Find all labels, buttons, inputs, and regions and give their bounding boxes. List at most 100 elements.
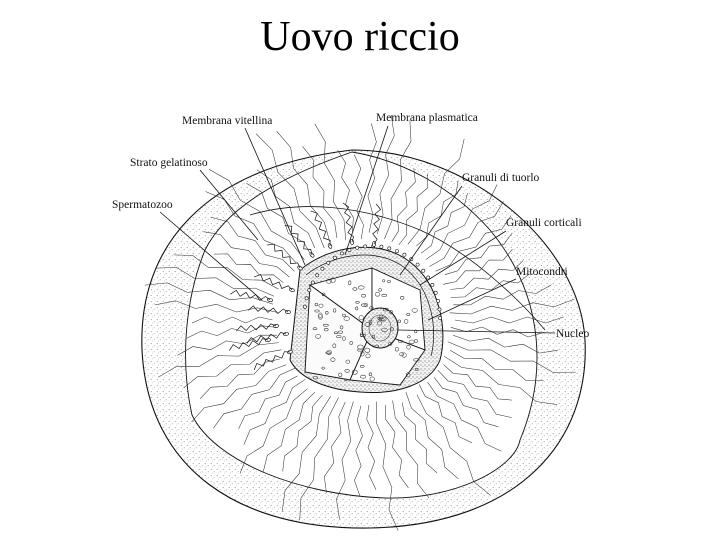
cortical-granule bbox=[438, 316, 442, 320]
spermatozoon bbox=[253, 349, 293, 371]
spermatozoon bbox=[372, 203, 382, 247]
cortical-granule bbox=[363, 244, 368, 249]
yolk-granule bbox=[398, 340, 403, 343]
yolk-granule bbox=[360, 351, 365, 357]
yolk-granule bbox=[371, 334, 376, 339]
yolk-granule bbox=[318, 303, 324, 308]
slide-title: Uovo riccio bbox=[260, 14, 460, 60]
yolk-granule bbox=[333, 308, 337, 313]
cortical-granule bbox=[415, 262, 420, 267]
yolk-granule bbox=[352, 287, 358, 291]
jelly-fibre bbox=[302, 146, 338, 238]
yolk-granule bbox=[359, 365, 365, 368]
yolk-granule bbox=[365, 353, 371, 359]
leader-membrana-plasmatica bbox=[344, 125, 389, 256]
jelly-fibre bbox=[416, 394, 491, 496]
jelly-fibre bbox=[407, 138, 465, 245]
jelly-fibre bbox=[443, 364, 513, 401]
jelly-fibre bbox=[239, 388, 308, 474]
leader-membrana-vitellina bbox=[244, 127, 306, 266]
yolk-granule bbox=[345, 359, 351, 364]
label-granuli-di-tuorlo: Granuli di tuorlo bbox=[462, 172, 540, 184]
egg-cell bbox=[289, 244, 444, 394]
jelly-fibre bbox=[391, 167, 416, 242]
yolk-granule bbox=[325, 311, 329, 315]
yolk-granule bbox=[403, 319, 409, 324]
spermatozoon bbox=[310, 210, 333, 249]
yolk-granule bbox=[399, 352, 405, 357]
yolk-granule bbox=[312, 327, 318, 330]
jelly-fibre bbox=[449, 350, 544, 381]
cortical-granule bbox=[426, 275, 431, 280]
yolk-granule bbox=[338, 330, 343, 334]
jelly-fibre bbox=[203, 231, 290, 278]
yolk-granule bbox=[318, 314, 323, 320]
yolk-granule bbox=[326, 278, 332, 284]
yolk-granule bbox=[407, 335, 411, 339]
jelly-fibre bbox=[314, 123, 347, 241]
yolk-granule bbox=[414, 329, 418, 334]
cortical-granule bbox=[320, 266, 325, 271]
yolk-granule bbox=[349, 341, 353, 345]
yolk-granule bbox=[408, 339, 415, 345]
yolk-granule bbox=[314, 309, 320, 313]
jelly-fibre bbox=[183, 349, 282, 389]
jelly-fibre bbox=[281, 396, 331, 512]
yolk-granule bbox=[377, 320, 382, 326]
jelly-fibre bbox=[208, 169, 305, 260]
yolk-granule bbox=[406, 312, 411, 316]
cortical-granule bbox=[310, 280, 315, 285]
diagram-labels: Membrana vitellina Membrana plasmatica S… bbox=[112, 112, 589, 340]
cortical-granule bbox=[436, 299, 441, 303]
spermatozoon bbox=[230, 289, 273, 303]
yolk-granule bbox=[413, 339, 419, 343]
jelly-fibre bbox=[255, 133, 325, 249]
jelly-fibre bbox=[447, 341, 576, 373]
yolk-granule bbox=[358, 315, 364, 321]
yolk-granule bbox=[326, 349, 332, 355]
yolk-granule bbox=[413, 358, 420, 362]
jelly-fibre bbox=[433, 377, 499, 428]
cortical-granule bbox=[433, 290, 438, 295]
jelly-fibre bbox=[435, 215, 512, 272]
leader-spermatozoo bbox=[159, 211, 263, 301]
jelly-fibre bbox=[213, 367, 296, 429]
yolk-granule bbox=[381, 293, 387, 297]
yolk-granule bbox=[330, 357, 336, 362]
yolk-granule bbox=[336, 335, 342, 339]
cortical-granule bbox=[402, 252, 407, 257]
yolk-granule bbox=[406, 344, 411, 350]
cortical-granule bbox=[332, 255, 337, 260]
jelly-fibre bbox=[450, 260, 524, 290]
jelly-fibre bbox=[173, 254, 279, 290]
yolk-granule bbox=[387, 279, 391, 284]
yolk-granule bbox=[360, 303, 367, 307]
jelly-fibre bbox=[246, 183, 313, 257]
jelly-fibre bbox=[443, 249, 513, 285]
yolk-granule bbox=[318, 312, 323, 318]
cortical-granule bbox=[315, 273, 320, 278]
jelly-fibre bbox=[452, 334, 558, 354]
cortical-granule bbox=[355, 245, 360, 250]
jelly-fibre bbox=[263, 392, 316, 472]
yolk-granule bbox=[400, 296, 405, 300]
yolk-granule bbox=[369, 376, 375, 382]
jelly-fibre bbox=[453, 284, 552, 306]
yolk-granule bbox=[369, 306, 374, 310]
yolk-granule bbox=[339, 325, 344, 330]
jelly-fibre bbox=[256, 169, 316, 249]
yolk-granule bbox=[355, 301, 360, 304]
cortical-granule bbox=[387, 246, 392, 251]
cortical-granule bbox=[339, 251, 344, 256]
jelly-fibre bbox=[425, 184, 498, 260]
jelly-fibre bbox=[454, 316, 564, 324]
yolk-granule bbox=[374, 292, 381, 297]
jelly-fibre bbox=[191, 364, 287, 423]
jelly-fibre bbox=[299, 397, 339, 521]
jelly-fibre bbox=[443, 355, 558, 405]
yolk-granule bbox=[382, 279, 386, 283]
jelly-fibre bbox=[405, 392, 459, 480]
jelly-fibre bbox=[276, 131, 331, 242]
nucleus bbox=[361, 307, 399, 349]
jelly-fibre bbox=[367, 123, 377, 233]
